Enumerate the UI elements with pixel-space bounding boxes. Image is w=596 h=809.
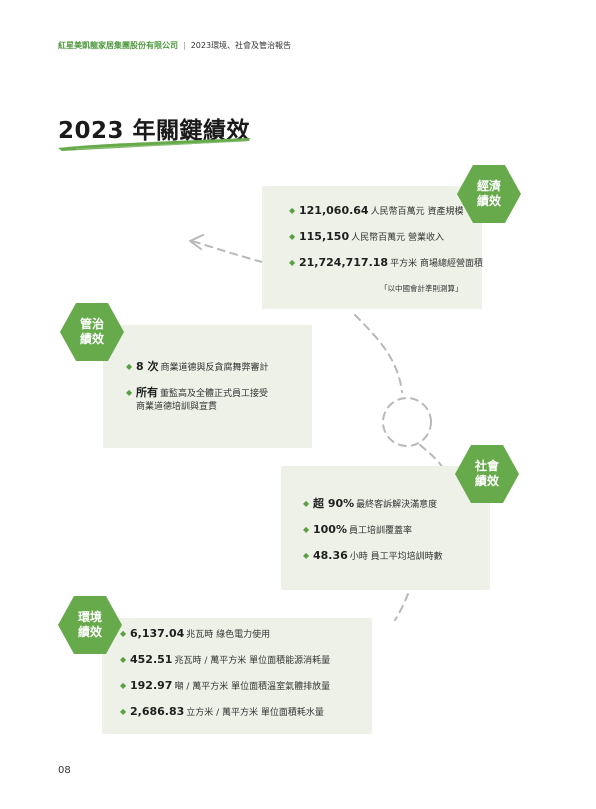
metric-value: 超 90% [313, 497, 355, 510]
economic-hexagon-badge: 經濟績效 [457, 165, 521, 223]
page-number: 08 [58, 765, 71, 776]
metric-label: 董監高及全體正式員工接受 [160, 389, 269, 399]
metric-label: 平方米 商場總經營面積 [390, 259, 483, 269]
list-item: ◆所有董監高及全體正式員工接受商業道德培訓與宣貫 [126, 386, 269, 414]
metric-label: 員工培訓覆蓋率 [348, 526, 412, 536]
diamond-bullet-icon: ◆ [120, 681, 127, 690]
metric-label: 商業道德與反貪腐舞弊審計 [160, 363, 269, 373]
diamond-bullet-icon: ◆ [120, 655, 127, 664]
report-name: 2023環境、社會及管治報告 [190, 41, 292, 50]
diamond-bullet-icon: ◆ [289, 258, 296, 267]
hexagon-label: 管治績效 [79, 317, 104, 346]
diamond-bullet-icon: ◆ [303, 525, 310, 534]
metric-value: 2,686.83 [130, 705, 185, 718]
metric-value: 115,150 [299, 230, 350, 243]
metric-label: 立方米 / 萬平方米 單位面積耗水量 [186, 708, 324, 718]
hexagon-label: 社會績效 [474, 459, 499, 488]
metric-value: 21,724,717.18 [299, 256, 389, 269]
diamond-bullet-icon: ◆ [303, 499, 310, 508]
governance-performance-panel: ◆8 次商業道德與反貪腐舞弊審計 ◆所有董監高及全體正式員工接受商業道德培訓與宣… [103, 325, 312, 448]
diamond-bullet-icon: ◆ [126, 362, 133, 371]
metric-label: 人民幣百萬元 資產規模 [370, 207, 464, 217]
metric-label-continued: 商業道德培訓與宣貫 [136, 402, 218, 412]
metric-label: 人民幣百萬元 營業收入 [351, 233, 444, 243]
title-brush-underline [58, 138, 250, 151]
metric-value: 8 次 [136, 360, 159, 373]
metric-value: 192.97 [130, 679, 173, 692]
company-name: 紅星美凱龍家居集團股份有限公司 [58, 41, 178, 50]
metric-label: 最終客訴解決滿意度 [356, 500, 438, 510]
hexagon-label: 經濟績效 [476, 179, 501, 208]
metric-value: 所有 [136, 386, 158, 399]
metric-label: 噸 / 萬平方米 單位面積溫室氣體排放量 [174, 682, 331, 692]
social-hexagon-badge: 社會績效 [455, 445, 519, 503]
metric-value: 100% [313, 523, 347, 536]
list-item: ◆8 次商業道德與反貪腐舞弊審計 [126, 360, 269, 375]
governance-hexagon-badge: 管治績效 [60, 303, 124, 361]
diamond-bullet-icon: ◆ [303, 551, 310, 560]
footnote: 「以中國會計準則測算」 [380, 284, 463, 293]
header-separator: | [183, 41, 186, 50]
metric-label: 小時 員工平均培訓時數 [349, 552, 443, 562]
metric-value: 121,060.64 [299, 204, 369, 217]
diamond-bullet-icon: ◆ [120, 629, 127, 638]
diamond-bullet-icon: ◆ [289, 206, 296, 215]
hexagon-shape [58, 596, 122, 654]
metric-label: 兆瓦時 / 萬平方米 單位面積能源消耗量 [174, 656, 331, 666]
diamond-bullet-icon: ◆ [289, 232, 296, 241]
metric-label: 兆瓦時 綠色電力使用 [186, 630, 271, 640]
environmental-hexagon-badge: 環境績效 [58, 596, 122, 654]
metric-value: 48.36 [313, 549, 348, 562]
report-header: 紅星美凱龍家居集團股份有限公司 | 2023環境、社會及管治報告 [58, 40, 291, 51]
list-item: ◆超 90%最終客訴解決滿意度 [303, 497, 443, 512]
metric-value: 6,137.04 [130, 627, 185, 640]
diamond-bullet-icon: ◆ [126, 388, 133, 397]
hexagon-label: 環境績效 [77, 610, 102, 639]
list-item: ◆100%員工培訓覆蓋率 [303, 523, 443, 538]
diamond-bullet-icon: ◆ [120, 707, 127, 716]
metric-value: 452.51 [130, 653, 173, 666]
